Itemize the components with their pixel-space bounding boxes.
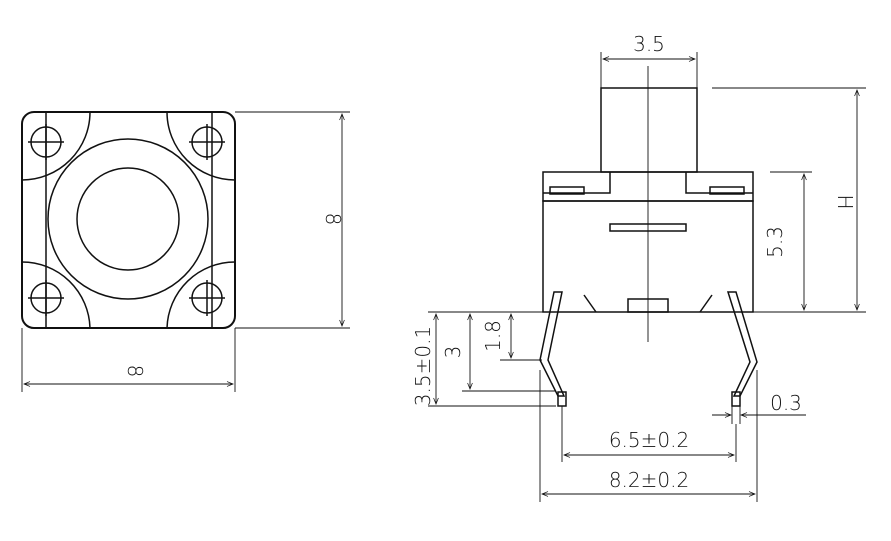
corner-arc-top-left	[21, 111, 91, 181]
corner-arc-bottom-left	[21, 261, 91, 329]
lead-length-label: 3.5±0.1	[411, 326, 435, 406]
dimension-total-height: H	[712, 87, 866, 313]
lead-notch-right	[699, 294, 713, 313]
dimension-top-view-height: 8	[235, 111, 350, 329]
mounting-hole-bottom-right	[189, 280, 225, 316]
lead-notch-left	[583, 294, 597, 313]
total-height-label: H	[833, 194, 857, 209]
top-view-outline	[21, 111, 236, 329]
dimension-lead-bend-height: 1.8	[481, 311, 560, 361]
body-height-label: 5.3	[763, 226, 787, 258]
top-view: 8 8	[21, 111, 350, 392]
top-view-body-outline	[45, 111, 213, 329]
dimension-lead-spacing: 6.5±0.2	[561, 406, 737, 462]
lead-mid-height-label: 3	[441, 346, 465, 359]
dimension-actuator-width: 3.5	[600, 32, 698, 88]
lead-tip-right	[731, 391, 741, 407]
mounting-hole-top-right	[189, 124, 225, 160]
housing-latch-left	[549, 186, 585, 195]
lead-tip-left	[557, 391, 567, 407]
button-inner-circle	[76, 167, 180, 271]
dimension-body-height: 5.3	[763, 171, 812, 313]
top-view-width-label: 8	[123, 365, 147, 378]
corner-arc-bottom-right	[166, 261, 236, 329]
dimension-lead-thickness: 0.3	[712, 391, 806, 424]
actuator	[600, 87, 698, 173]
mounting-hole-bottom-left	[28, 280, 64, 316]
housing-cover-steps	[543, 172, 753, 194]
dimension-top-view-width: 8	[21, 328, 236, 392]
overall-width-label: 8.2±0.2	[609, 468, 689, 492]
lead-thickness-label: 0.3	[770, 391, 802, 415]
side-view: 3.5 H 5.3 1.8 3	[411, 32, 866, 502]
button-outer-circle	[47, 138, 209, 300]
dimension-lead-length: 3.5±0.1	[411, 311, 556, 407]
housing-latch-right	[709, 186, 745, 195]
actuator-width-label: 3.5	[633, 32, 665, 56]
mounting-hole-top-left	[28, 124, 64, 160]
top-view-height-label: 8	[321, 213, 345, 226]
corner-arc-top-right	[166, 111, 236, 181]
lead-spacing-label: 6.5±0.2	[609, 428, 689, 452]
lead-bend-height-label: 1.8	[481, 320, 505, 352]
dimension-overall-width: 8.2±0.2	[539, 370, 758, 502]
